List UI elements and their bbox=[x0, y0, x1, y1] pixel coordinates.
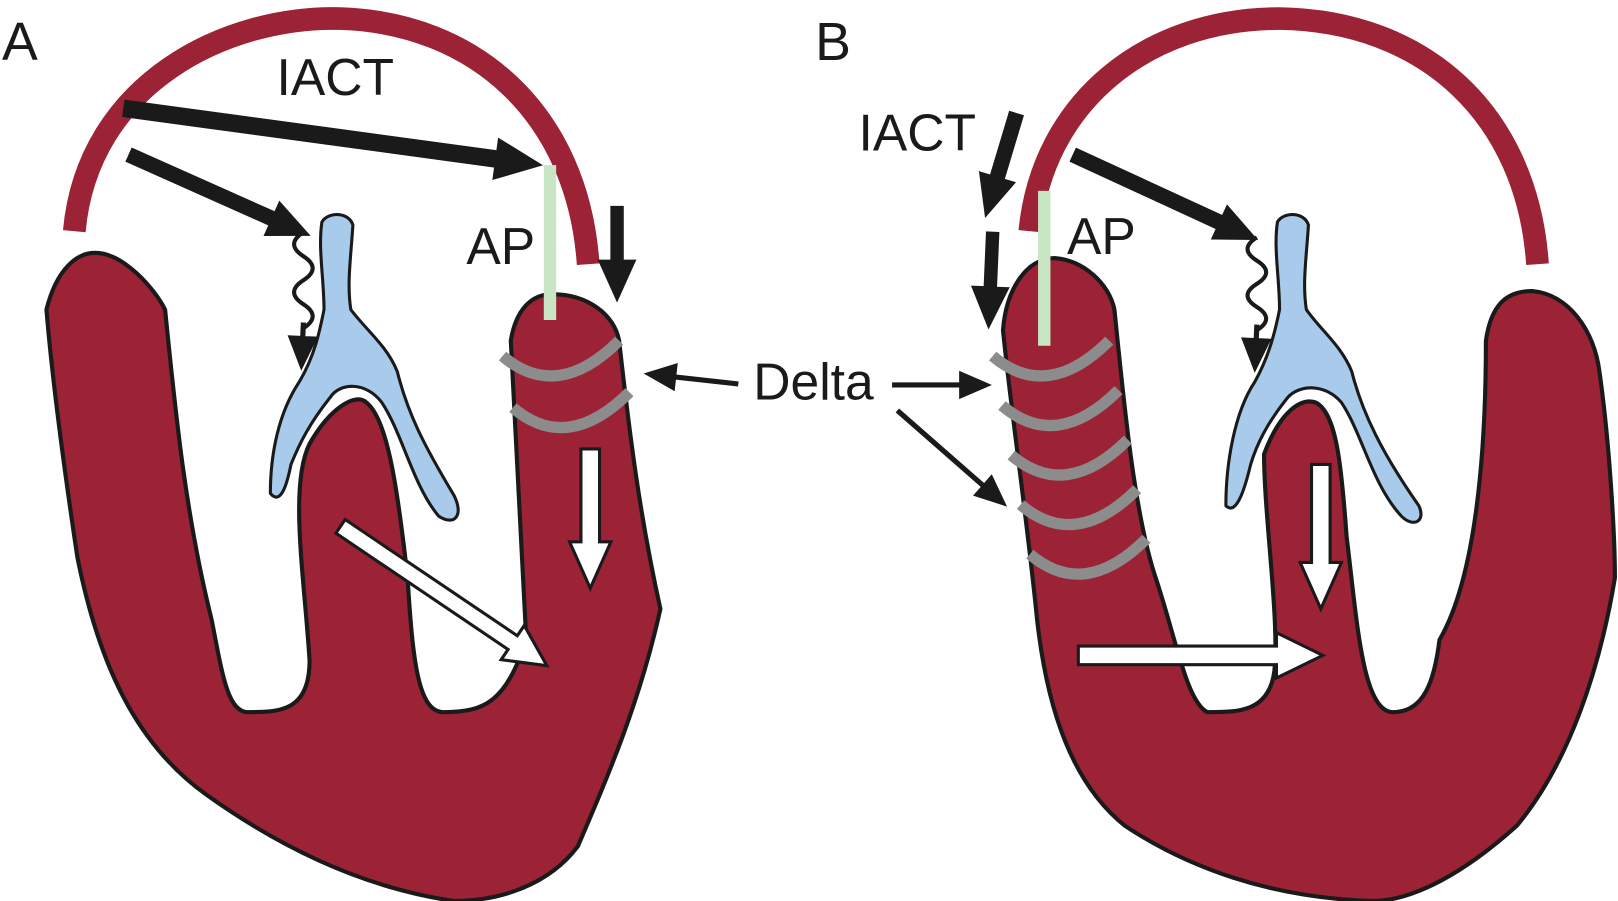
delta-arcs-a bbox=[498, 336, 634, 434]
delta-arc bbox=[998, 386, 1123, 432]
iact-label-a: IACT bbox=[277, 48, 394, 106]
ap-activation-arrow bbox=[970, 231, 1010, 330]
panel-label-a: A bbox=[2, 12, 38, 72]
delta-pointer-arrow bbox=[643, 362, 739, 392]
ventricular-activation-arrow bbox=[567, 447, 614, 593]
delta-arc bbox=[1016, 485, 1142, 531]
iact-label-b: IACT bbox=[859, 104, 976, 162]
conduction-system-b bbox=[1224, 212, 1423, 524]
delta-arc bbox=[498, 336, 624, 382]
his-activation-arrow bbox=[1069, 147, 1258, 240]
delta-arc bbox=[989, 336, 1114, 382]
ventricular-activation-arrow bbox=[1297, 462, 1344, 613]
delta-pointer-arrow bbox=[895, 408, 1008, 507]
his-conduction-wavy-arrow bbox=[1245, 235, 1269, 333]
panel-label-b: B bbox=[815, 12, 851, 72]
his-conduction-wavy-arrow bbox=[292, 230, 315, 330]
ap-activation-arrow bbox=[597, 205, 637, 303]
atrium-arc-a bbox=[62, 7, 600, 265]
panel-a: A IACT AP bbox=[2, 7, 663, 901]
iact-arrow bbox=[122, 99, 543, 181]
his-conduction-wavy-arrow-head bbox=[287, 322, 319, 371]
delta-label: Delta bbox=[753, 352, 874, 410]
lateral-activation-arrow bbox=[1076, 630, 1327, 681]
septal-activation-arrow bbox=[333, 517, 550, 668]
conduction-system-a bbox=[268, 212, 460, 522]
arrows bbox=[122, 99, 1344, 681]
delta-arcs-b bbox=[989, 336, 1151, 580]
panel-b: B IACT AP bbox=[815, 7, 1617, 901]
ap-label-b: AP bbox=[1067, 207, 1136, 265]
delta-arc bbox=[1026, 534, 1151, 580]
atrium-arc-b bbox=[1018, 7, 1549, 265]
iact-arrow bbox=[978, 110, 1024, 218]
his-conduction-wavy-arrow-head bbox=[1241, 324, 1272, 373]
ventricles-a bbox=[44, 250, 663, 901]
ap-label-a: AP bbox=[466, 217, 535, 275]
delta-pointer-arrow bbox=[892, 370, 992, 400]
his-activation-arrow bbox=[125, 147, 311, 236]
delta-arc bbox=[509, 388, 634, 434]
delta-arc bbox=[1007, 435, 1132, 481]
